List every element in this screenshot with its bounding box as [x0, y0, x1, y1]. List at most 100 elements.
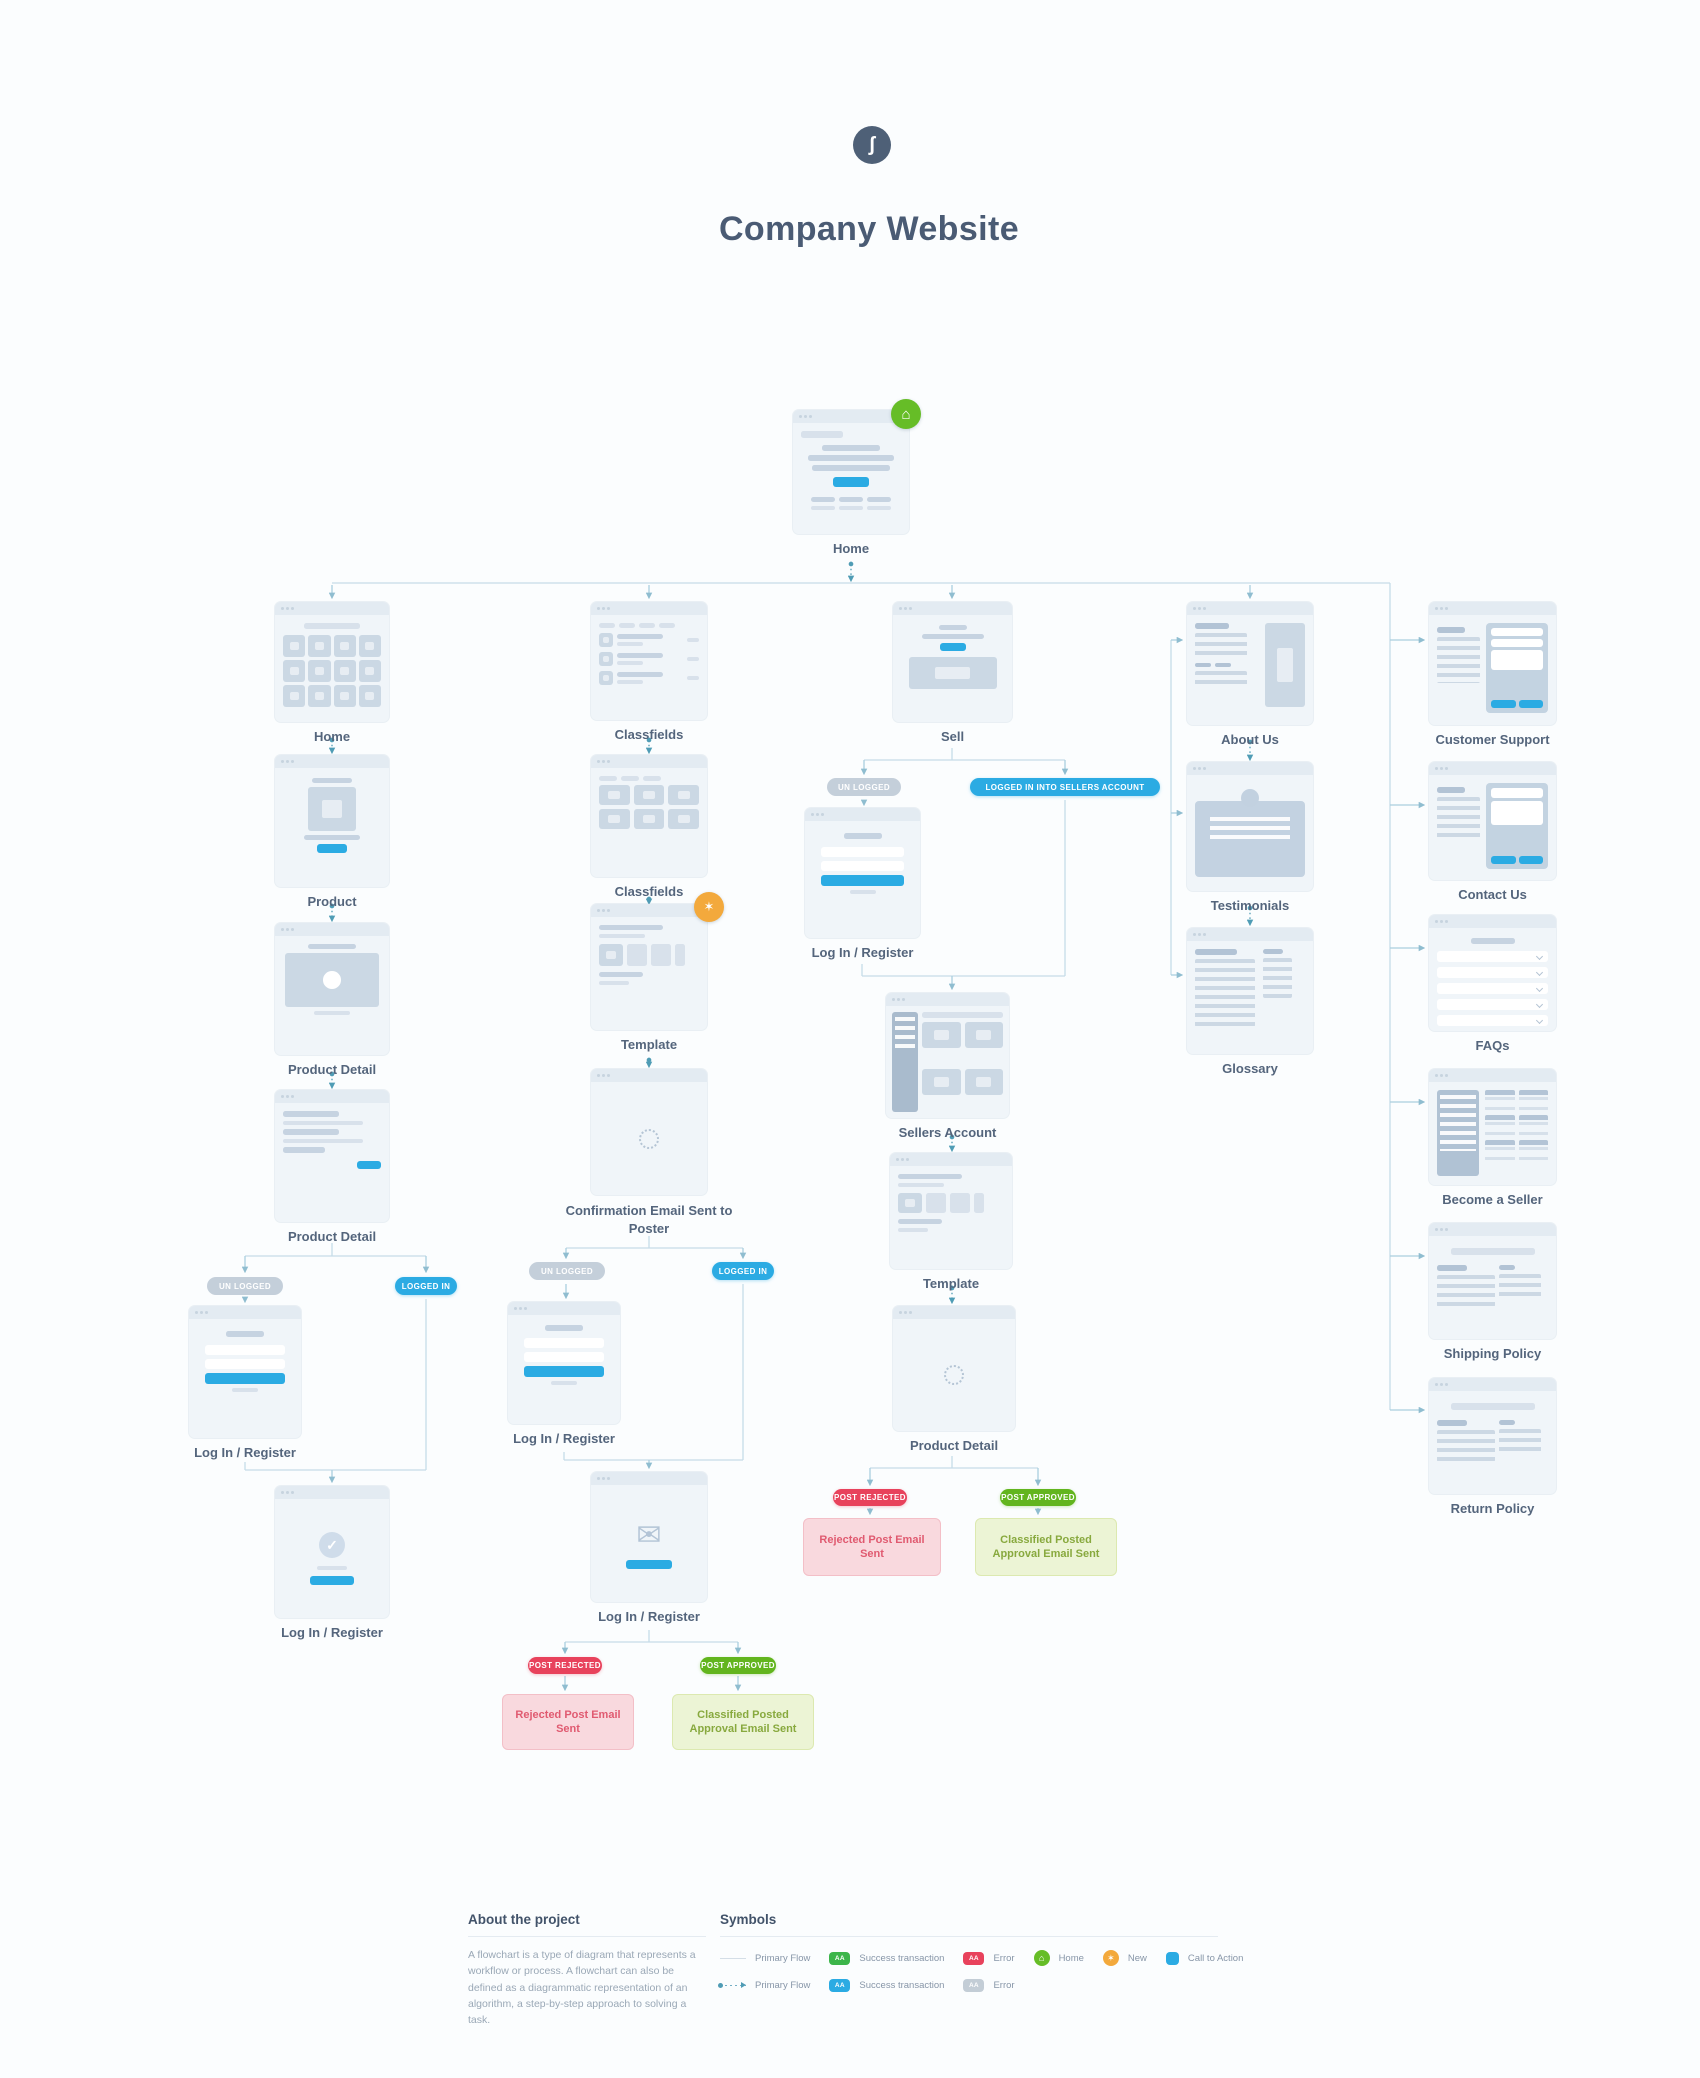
wireframe-card [1187, 762, 1313, 891]
node-template-b[interactable]: ✶ Template [591, 892, 724, 1052]
node-label: Return Policy [1450, 1501, 1535, 1516]
node-login-a-confirm[interactable]: ✓ Log In / Register [275, 1486, 389, 1640]
badge-post-approved: POST APPROVED [1000, 1489, 1076, 1506]
node-become-a-seller[interactable]: Become a Seller [1429, 1069, 1556, 1207]
node-label: Home [832, 541, 870, 556]
wireframe-preview [793, 423, 909, 534]
browser-dots-icon [1187, 928, 1313, 941]
node-label: Testimonials [1210, 898, 1290, 913]
node-label: Home [313, 729, 351, 744]
wireframe-preview [591, 1082, 707, 1195]
node-label: Customer Support [1435, 732, 1550, 747]
legend-primary-flow-arrow: Primary Flow [718, 1980, 810, 1991]
wireframe-preview: ✉ [591, 1485, 707, 1602]
node-product-detail-c[interactable]: Product Detail [893, 1306, 1015, 1453]
node-contact-us[interactable]: Contact Us [1429, 762, 1556, 902]
avatar [1241, 789, 1259, 807]
legend-new: ✶New [1102, 1950, 1147, 1966]
wireframe-card [275, 602, 389, 722]
wireframe-preview [1429, 1082, 1556, 1185]
wireframe-card [1187, 928, 1313, 1054]
node-product-detail-2[interactable]: Product Detail [275, 1090, 389, 1244]
node-login-b-confirm[interactable]: ✉ Log In / Register [591, 1472, 707, 1624]
node-template-c[interactable]: Template [890, 1153, 1012, 1291]
node-label: Product [307, 894, 357, 909]
wireframe-preview [893, 1319, 1015, 1431]
wireframe-card [890, 1153, 1012, 1269]
node-label: Product Detail [287, 1229, 377, 1244]
error-grey-badge-icon: AA [963, 1979, 985, 1992]
wireframe-preview [1187, 615, 1313, 725]
node-about-us[interactable]: About Us [1187, 602, 1313, 747]
wireframe-preview [275, 1103, 389, 1222]
wireframe-preview [275, 768, 389, 887]
flow-line-icon [720, 1957, 746, 1959]
node-shipping-policy[interactable]: Shipping Policy [1429, 1223, 1556, 1361]
node-classfields-list[interactable]: Classfields [591, 602, 707, 742]
wireframe-card [893, 602, 1012, 722]
node-label: Log In / Register [811, 945, 914, 960]
wireframe-card [1429, 602, 1556, 725]
wireframe-preview [890, 1166, 1012, 1269]
wireframe-preview [1429, 1391, 1556, 1494]
wireframe-preview [275, 615, 389, 722]
badge-logged-in-sellers: LOGGED IN INTO SELLERS ACCOUNT [970, 778, 1160, 796]
node-sell[interactable]: Sell [893, 602, 1012, 744]
success-blue-badge-icon: AA [829, 1979, 851, 1992]
browser-dots-icon [893, 602, 1012, 615]
badge-logged-in: LOGGED IN [712, 1262, 774, 1280]
badge-post-rejected: POST REJECTED [833, 1489, 907, 1506]
wireframe-card [591, 602, 707, 720]
wireframe-preview [189, 1319, 301, 1438]
browser-dots-icon [805, 808, 920, 821]
node-label: FAQs [1475, 1038, 1510, 1053]
badge-post-rejected: POST REJECTED [528, 1657, 602, 1674]
node-label: Template [922, 1276, 980, 1291]
wireframe-preview [1187, 941, 1313, 1054]
node-product-detail-1[interactable]: Product Detail [275, 923, 389, 1077]
node-login-b[interactable]: Log In / Register [508, 1302, 620, 1446]
browser-dots-icon [893, 1306, 1015, 1319]
browser-dots-icon [1429, 762, 1556, 775]
wireframe-preview [1187, 775, 1313, 891]
wireframe-card [275, 1090, 389, 1222]
browser-dots-icon [1429, 915, 1556, 928]
node-label: Template [620, 1037, 678, 1052]
browser-dots-icon [886, 993, 1009, 1006]
browser-dots-icon [275, 1486, 389, 1499]
node-sellers-account[interactable]: Sellers Account [886, 993, 1009, 1140]
wireframe-card [189, 1306, 301, 1438]
outcome-approved-email: Classified Posted Approval Email Sent [975, 1518, 1117, 1576]
node-label: Product Detail [909, 1438, 999, 1453]
badge-un-logged: UN LOGGED [529, 1262, 605, 1280]
wireframe-preview [591, 917, 707, 1030]
node-return-policy[interactable]: Return Policy [1429, 1378, 1556, 1516]
node-customer-support[interactable]: Customer Support [1429, 602, 1556, 747]
node-home-grid[interactable]: Home [275, 602, 389, 744]
wireframe-preview [1429, 775, 1556, 880]
wireframe-card [591, 1069, 707, 1195]
node-testimonials[interactable]: Testimonials [1187, 762, 1313, 913]
browser-dots-icon [1187, 762, 1313, 775]
wireframe-preview [886, 1006, 1009, 1118]
wireframe-card [1429, 915, 1556, 1031]
browser-dots-icon [1429, 1069, 1556, 1082]
wireframe-preview [1429, 615, 1556, 725]
node-product[interactable]: Product [275, 755, 389, 909]
node-label: Classfields [614, 884, 684, 899]
browser-dots-icon [275, 602, 389, 615]
node-faqs[interactable]: FAQs [1429, 915, 1556, 1053]
legend-home: ⌂Home [1033, 1950, 1084, 1966]
badge-un-logged: UN LOGGED [827, 778, 901, 796]
node-login-a[interactable]: Log In / Register [189, 1306, 301, 1460]
node-confirmation-email[interactable]: Confirmation Email Sent to Poster [566, 1069, 732, 1236]
node-home-top[interactable]: ⌂ Home [793, 399, 921, 556]
wireframe-preview [805, 821, 920, 938]
node-glossary[interactable]: Glossary [1187, 928, 1313, 1076]
node-login-c[interactable]: Log In / Register [805, 808, 920, 960]
node-classfields-grid[interactable]: Classfields [591, 755, 707, 899]
browser-dots-icon [591, 755, 707, 768]
